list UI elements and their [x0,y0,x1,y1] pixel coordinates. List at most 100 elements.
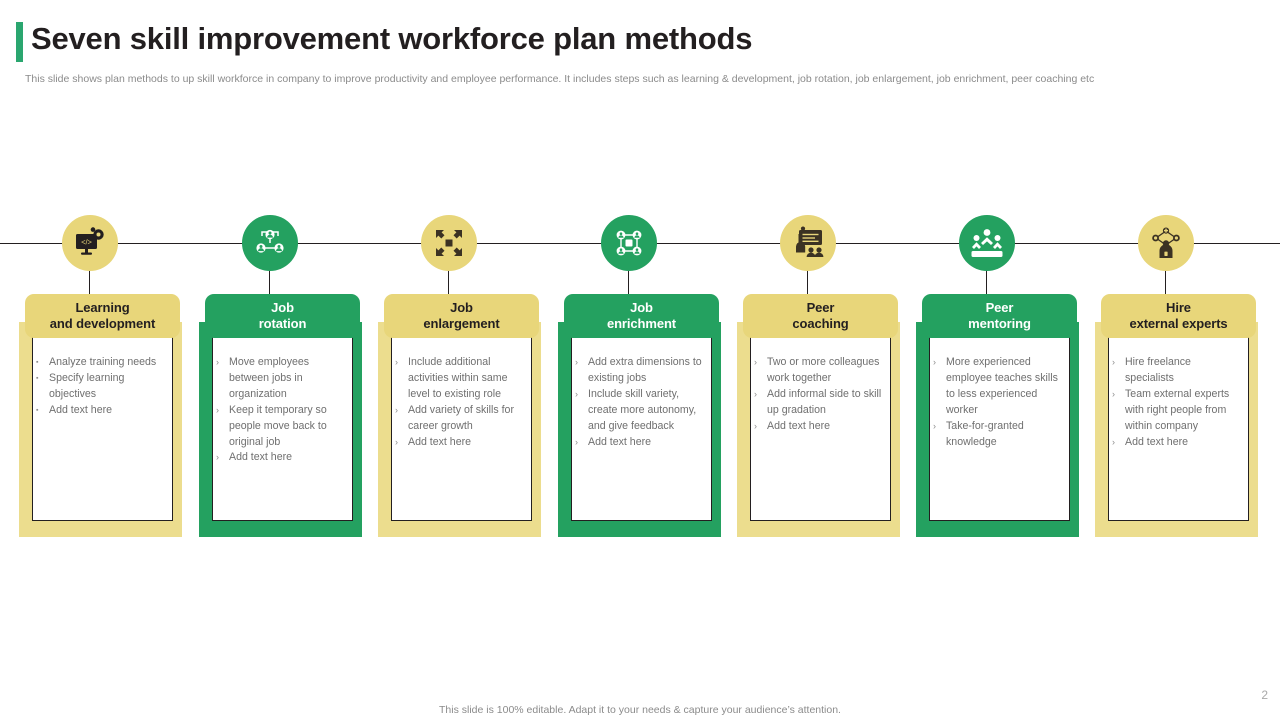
bullet-text: Add text here [588,435,652,448]
step-card[interactable] [571,303,712,521]
bullet-item: ›Team external experts with right people… [1112,387,1240,435]
step-card[interactable] [750,303,891,521]
bullet-text: Add variety of skills for career growth [408,403,514,432]
people-network-icon [242,215,298,271]
page-subtitle: This slide shows plan methods to up skil… [25,73,1095,85]
bullet-text: Keep it temporary so people move back to… [229,403,327,448]
bullet-marker-icon: › [395,357,398,367]
bullet-marker-icon: › [216,452,219,463]
bullet-text: Add informal side to skill up gradation [767,387,882,416]
bullet-marker-icon: › [216,404,219,415]
step-bullet-list: ›Add extra dimensions to existing jobs›I… [575,355,703,450]
expand-arrows-icon [421,215,477,271]
bullet-item: ▪Analyze training needs [36,355,164,371]
svg-text:</>: </> [81,238,92,247]
step-card[interactable] [32,303,173,521]
bullet-item: › Add text here [575,435,703,451]
bullet-marker-icon: › [754,388,757,399]
bullet-text: Add text here [408,435,472,448]
bullet-item: › Add text here [1112,435,1240,451]
monitor-code-gear-icon: </> [62,215,118,271]
bullet-marker-icon: › [575,436,578,447]
bullet-text: Include additional activities within sam… [408,356,508,400]
bullet-marker-icon: › [933,420,936,431]
bullet-marker-icon: › [216,357,219,367]
bullet-marker-icon: › [933,357,936,367]
step-bullet-list: › More experienced employee teaches skill… [933,355,1061,450]
bullet-marker-icon: › [395,404,398,415]
bullet-item: › Hire freelance specialists [1112,355,1240,387]
bullet-item: › Add text here [395,435,523,451]
step-connector-line [89,267,90,303]
bullet-text: Include skill variety, create more auton… [588,387,697,432]
bullet-text: More experienced employee teaches skills… [946,356,1058,416]
step-connector-line [807,267,808,303]
bullet-item: › Add text here [754,419,882,435]
expert-network-icon [1138,215,1194,271]
bullet-marker-icon: › [754,357,757,367]
bullet-item: › Keep it temporary so people move back t… [216,403,344,451]
footer-note: This slide is 100% editable. Adapt it to… [439,704,841,716]
step-bullet-list: › Hire freelance specialists ›Team externa… [1112,355,1240,450]
page-title: Seven skill improvement workforce plan m… [31,21,753,56]
bullet-text: Two or more colleagues work together [767,356,880,384]
bullet-item: › More experienced employee teaches skill… [933,355,1061,419]
bullet-item: › Move employees between jobs in organiza… [216,355,344,403]
bullet-text: Add text here [229,451,293,464]
team-grid-icon [601,215,657,271]
mentor-group-icon [959,215,1015,271]
step-connector-line [269,267,270,303]
bullet-text: Take-for-granted knowledge [946,419,1024,448]
bullet-marker-icon: › [395,436,398,447]
bullet-text: Hire freelance specialists [1125,356,1191,384]
bullet-item: › Add informal side to skill up gradation [754,387,882,419]
step-card[interactable] [929,303,1070,521]
bullet-item: ›Include skill variety, create more auto… [575,387,703,435]
title-accent-bar [16,22,23,62]
bullet-item: › Add text here [216,450,344,466]
step-connector-line [986,267,987,303]
bullet-text: Add text here [767,419,831,432]
bullet-item: › Take-for-granted knowledge [933,419,1061,451]
step-bullet-list: › Two or more colleagues work together › Ad… [754,355,882,435]
page-number: 2 [1261,688,1268,702]
step-bullet-list: ▪Analyze training needs ▪ Specify learning… [36,355,164,419]
bullet-text: Move employees between jobs in organizat… [229,356,310,400]
step-card[interactable] [212,303,353,521]
bullet-text: Add text here [1125,435,1189,448]
bullet-item: ▪Add text here [36,403,164,419]
step-card[interactable] [1108,303,1249,521]
bullet-text: Specify learning objectives [49,371,125,400]
bullet-marker-icon: › [1112,436,1115,447]
bullet-marker-icon: › [1112,357,1115,367]
bullet-item: › Two or more colleagues work together [754,355,882,387]
bullet-marker-icon: ▪ [36,374,39,382]
bullet-item: › Add variety of skills for career growt… [395,403,523,435]
bullet-text: Add text here [49,403,113,416]
step-connector-line [448,267,449,303]
bullet-marker-icon: › [1112,388,1115,399]
bullet-item: ▪ Specify learning objectives [36,371,164,403]
bullet-item: › Include additional activities within sa… [395,355,523,403]
bullet-marker-icon: › [754,420,757,431]
